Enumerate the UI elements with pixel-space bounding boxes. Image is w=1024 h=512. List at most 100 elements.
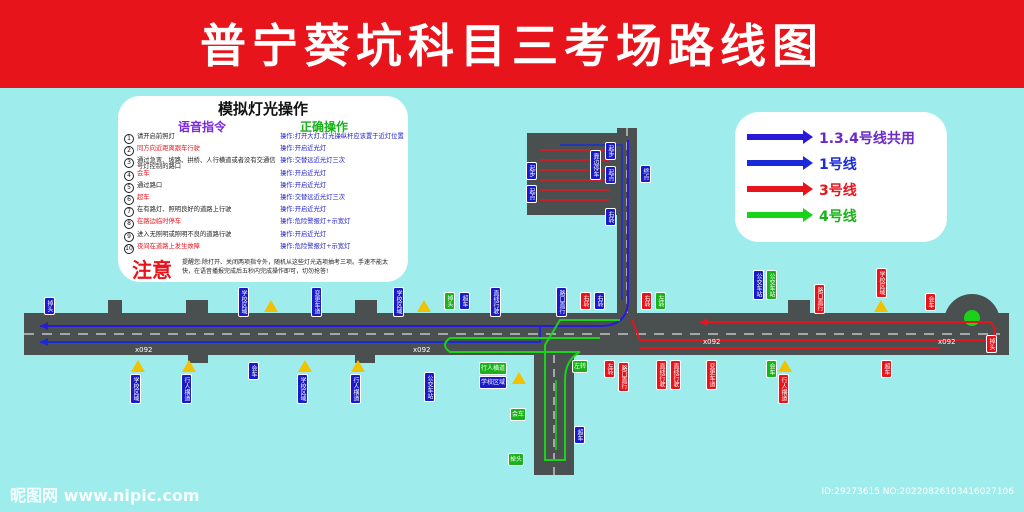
correct-action: 操作:危险警报灯+示宽灯 — [280, 242, 351, 250]
sign-school-4: 学校区域 — [130, 374, 141, 404]
row-number: 7 — [124, 207, 134, 218]
sign-lane-change: 变更车道 — [311, 287, 322, 317]
legend-bar-1 — [747, 156, 813, 170]
row-number: 2 — [124, 146, 134, 157]
warning-icon-1 — [264, 300, 278, 312]
sign-bus-2: 公交车站 — [766, 270, 777, 300]
correct-action: 操作:交替远近光灯三次 — [280, 157, 346, 165]
row-number: 5 — [124, 182, 134, 193]
sign-school-1: 学校区域 — [238, 287, 249, 317]
correct-action: 操作:开启近光灯 — [280, 206, 327, 214]
voice-command: 通过急弯、坡路、拱桥、人行横道或者没有交通信号灯控制的路口 — [137, 157, 276, 170]
correct-action: 操作:开启近光灯 — [280, 145, 327, 153]
sign-left-turn-1: 左转 — [572, 360, 589, 373]
correct-action: 操作:危险警报灯+示宽灯 — [280, 218, 351, 226]
row-number: 1 — [124, 134, 134, 144]
sign-bus-3: 公交车站 — [424, 372, 435, 402]
road-code-1: x092 — [135, 346, 153, 354]
warning-icon-7 — [512, 372, 526, 384]
row-number: 6 — [124, 195, 134, 205]
footer-watermark: 昵图网 www.nipic.com — [10, 486, 200, 505]
sign-start-3: 起步 — [605, 142, 616, 160]
warning-icon-3 — [131, 360, 145, 372]
sign-school-6: 学校区域 — [479, 376, 508, 389]
warning-icon-5 — [298, 360, 312, 372]
note-label: 注意 — [132, 258, 172, 282]
correct-action: 操作:打开大灯,灯光操纵杆应该置于近灯位置 — [280, 133, 404, 140]
voice-command: 在有路灯、照明良好的道路上行驶 — [137, 206, 232, 214]
sign-pedestrian-1: 行人横道 — [181, 374, 192, 404]
correct-action: 操作:交替远近光灯三次 — [280, 194, 346, 201]
sign-pedestrian-4: 行人横道 — [778, 374, 789, 404]
page-title: 普宁葵坑科目三考场路线图 — [200, 19, 824, 73]
sign-uturn-mid: 掉头 — [444, 292, 455, 310]
warning-icon-2 — [417, 300, 431, 312]
road-code-4: x092 — [938, 338, 956, 346]
sign-uturn-left: 掉头 — [44, 297, 55, 315]
sign-meet-down: 会车 — [510, 408, 527, 421]
note-text: 提醒您:除打开、关闭两项指令外，随机从这些灯光选项抽考三项。手速不能太快，在语音… — [182, 259, 389, 275]
sign-uturn-right: 掉头 — [986, 335, 997, 353]
legend-label-1: 1号线 — [819, 157, 857, 173]
sign-meet-2: 会车 — [766, 360, 777, 378]
voice-command: 在路边临时停车 — [137, 218, 182, 226]
voice-command: 会车 — [137, 169, 150, 177]
route-4 — [444, 319, 620, 461]
voice-command: 进入无照明或照明不良的道路行驶 — [137, 230, 232, 238]
sign-intersection-1: 路口直行 — [556, 287, 567, 317]
voice-command: 通过路口 — [137, 181, 163, 189]
sign-lane-change-2: 变更车道 — [706, 360, 717, 390]
sign-left-turn-2: 左转 — [604, 360, 615, 378]
voice-column-header: 语音指令 — [178, 120, 227, 134]
road-code-3: x092 — [703, 338, 721, 346]
route-shared — [40, 140, 629, 327]
sign-straight-3: 直线行驶 — [670, 360, 681, 390]
warning-icon-6 — [351, 360, 365, 372]
sign-start-1: 起步 — [526, 162, 537, 180]
row-number: 4 — [124, 170, 134, 181]
legend-bar-3 — [747, 182, 813, 196]
sign-overtake-right: 超车 — [881, 360, 892, 378]
sign-right-turn-2: 右转 — [580, 292, 591, 310]
legend-label-3: 3号线 — [819, 183, 857, 199]
sign-meet-top: 会车 — [925, 293, 936, 311]
sign-right-turn-4: 右转 — [641, 292, 652, 310]
sign-school-2: 学校区域 — [393, 287, 404, 317]
voice-command: 同方向近距离跟车行驶 — [137, 145, 200, 153]
sign-school-3: 学校区域 — [876, 268, 887, 298]
sign-start-4: 起点 — [605, 166, 616, 184]
sign-right-turn: 右转 — [605, 208, 616, 226]
voice-command: 超车 — [137, 194, 150, 201]
route-1 — [40, 326, 541, 343]
title-banner: 普宁葵坑科目三考场路线图 — [0, 0, 1024, 88]
route-legend: 1.3.4号线共用 1号线 3号线 4号线 — [735, 112, 947, 242]
sign-left-turn-3: 左转 — [655, 292, 666, 310]
sign-school-5: 学校区域 — [297, 374, 308, 404]
voice-command: 请开启前照灯 — [137, 133, 175, 140]
sign-pedestrian-3: 行人横道 — [479, 362, 508, 375]
sign-pedestrian-2: 行人横道 — [350, 374, 361, 404]
voice-command: 夜间在道路上发生故障 — [137, 242, 200, 250]
sign-intersection-2: 路口直行 — [814, 284, 825, 314]
correct-action: 操作:开启近光灯 — [280, 169, 327, 177]
sign-overtake-down: 超车 — [574, 426, 585, 444]
row-number: 8 — [124, 219, 134, 230]
action-column-header: 正确操作 — [300, 120, 349, 134]
sign-end-point: 终点 — [640, 165, 651, 183]
row-number: 10 — [124, 243, 134, 254]
correct-action: 操作:开启近光灯 — [280, 230, 327, 238]
sign-straight-2: 直线行驶 — [656, 360, 667, 390]
sign-straight-1: 直线行驶 — [490, 287, 501, 317]
sign-meet-1: 会车 — [248, 362, 259, 380]
warning-icon-4 — [182, 360, 196, 372]
